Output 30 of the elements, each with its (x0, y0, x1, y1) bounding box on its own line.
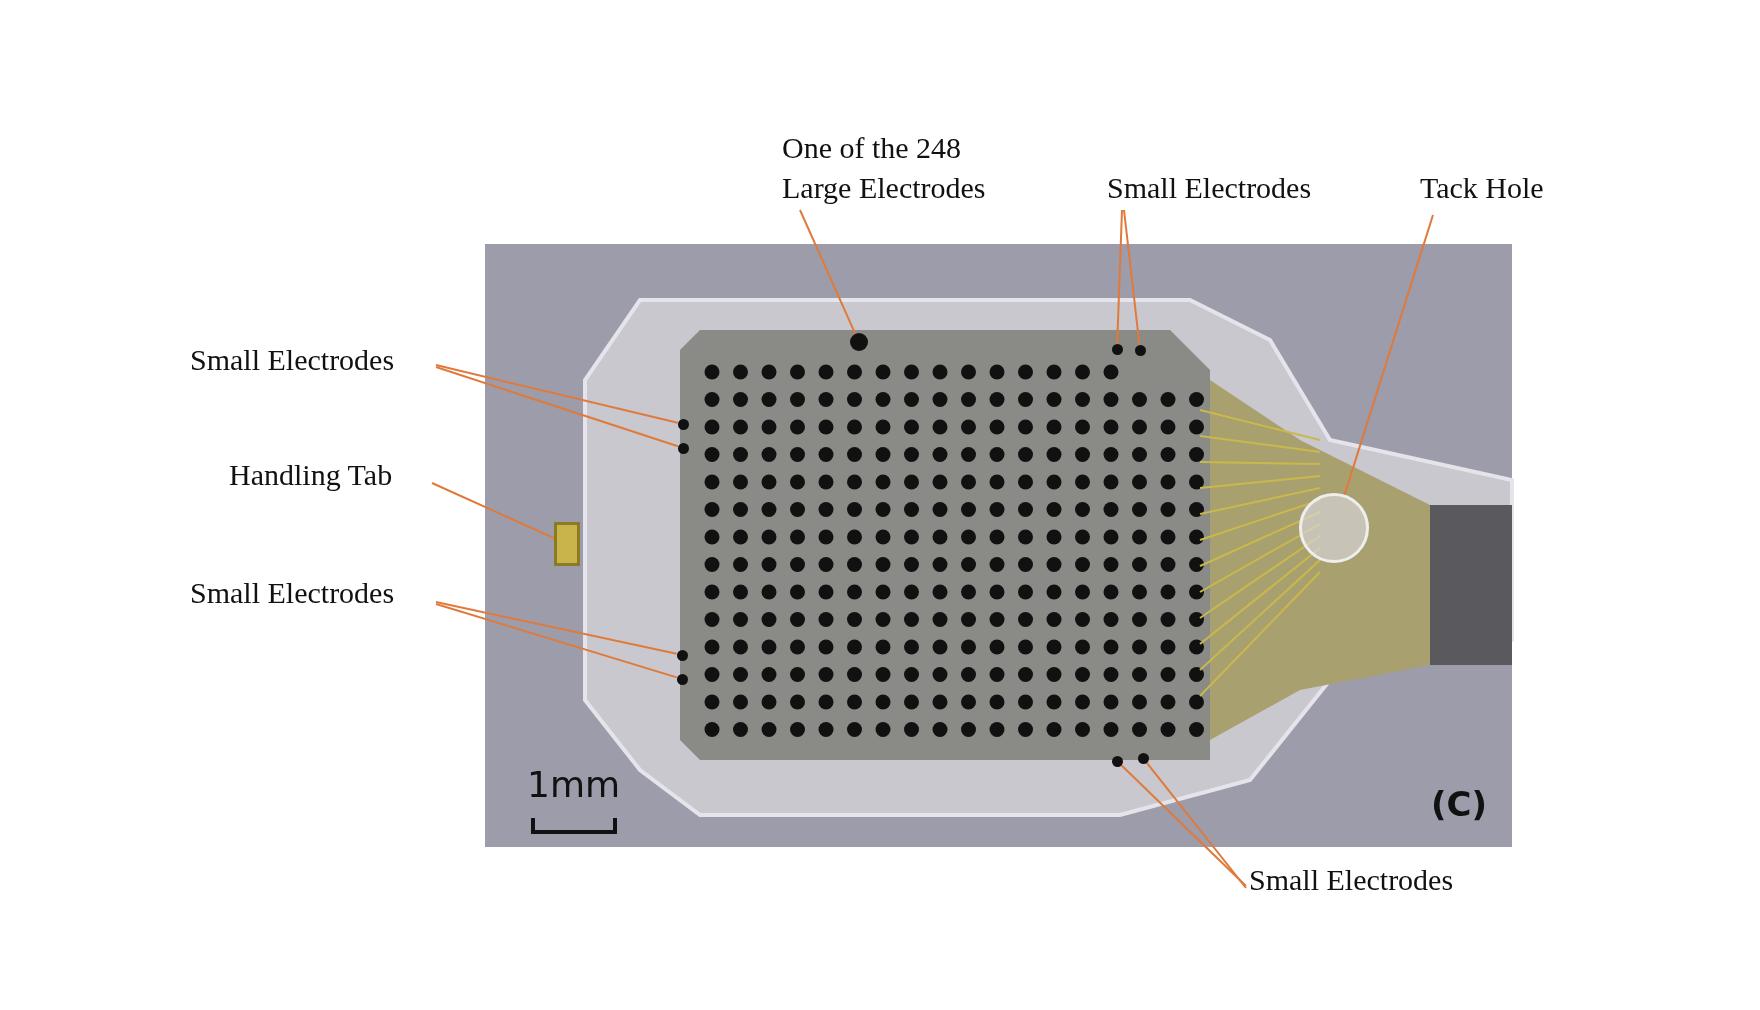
electrode-marker (1134, 344, 1146, 356)
leader-line (1343, 214, 1434, 496)
electrode-marker (1111, 343, 1123, 355)
tab-marker (554, 522, 580, 566)
callout-label: Tack Hole (1420, 171, 1544, 204)
tack-hole (1299, 493, 1369, 563)
electrode-marker (1111, 755, 1123, 767)
electrode-marker (677, 442, 689, 454)
electrode-marker (676, 649, 688, 661)
callout-label: Small Electrodes (1249, 863, 1454, 896)
leader-line (431, 482, 555, 540)
leader-line (799, 209, 857, 335)
callout-label: Small Electrodes (190, 576, 395, 609)
electrode-marker (1137, 752, 1149, 764)
scale-label: 1mm (527, 764, 621, 805)
callout-label: Handling Tab (229, 458, 393, 491)
electrode-marker (677, 418, 689, 430)
leader-line (1116, 209, 1123, 345)
leader-line (1119, 763, 1247, 887)
leader-line (1145, 761, 1247, 889)
callout-label: Small Electrodes (1107, 171, 1312, 204)
leader-line (1123, 209, 1141, 346)
panel-letter: (C) (1431, 784, 1488, 824)
leader-line (435, 601, 678, 655)
callout-label: Small Electrodes (190, 343, 395, 376)
callout-label: One of the 248 Large Electrodes (782, 131, 986, 204)
leader-line (435, 603, 678, 679)
electrode-marker (676, 673, 688, 685)
leader-line (435, 366, 679, 448)
leader-line (435, 364, 679, 424)
